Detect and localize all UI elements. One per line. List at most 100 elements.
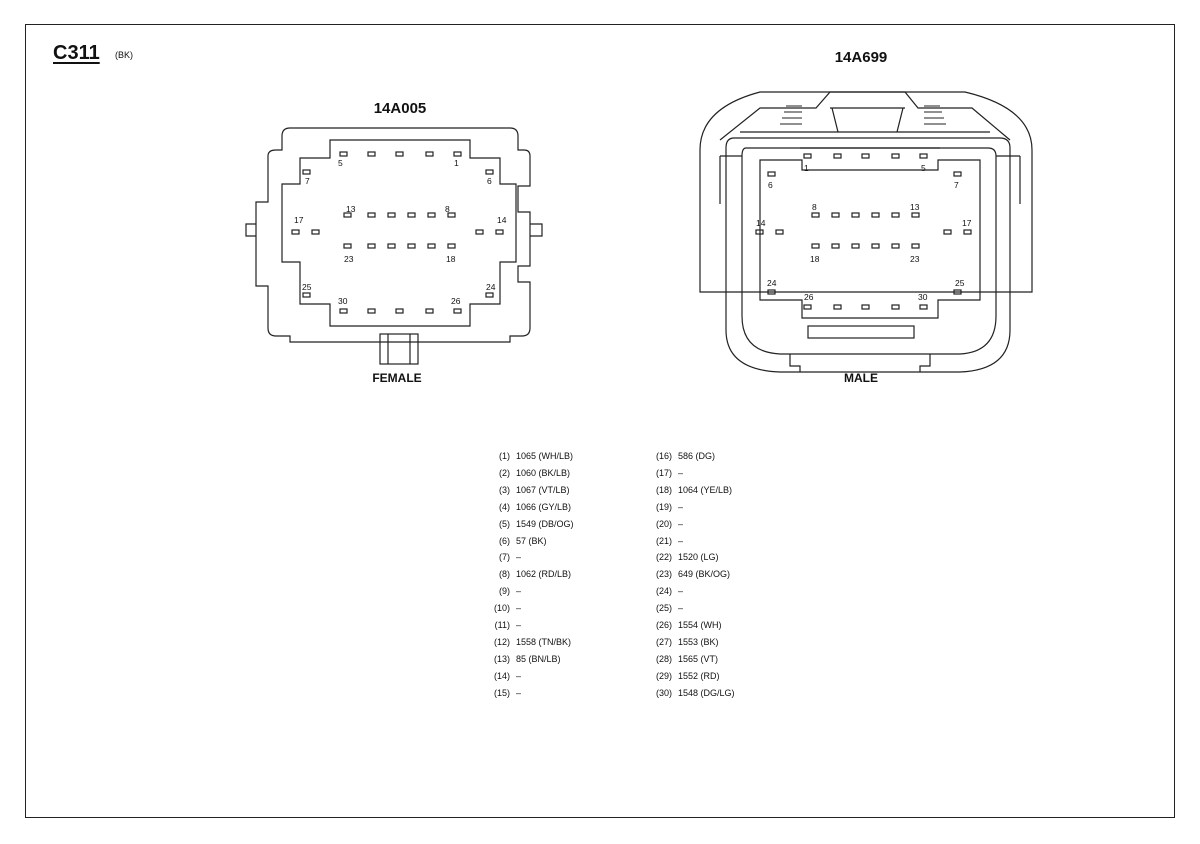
pin-number: (19) — [655, 501, 672, 512]
pin-number: (27) — [655, 636, 672, 647]
pinout-row: (13) 85 (BN/LB) — [478, 651, 574, 668]
pin-cavity — [861, 304, 870, 310]
pin-cavity — [767, 171, 776, 177]
circuit-label: 586 (DG) — [678, 451, 716, 461]
pinout-row: (29)1552 (RD) — [640, 668, 735, 685]
pin-cavity — [871, 243, 880, 249]
pin-cavity — [811, 243, 820, 249]
pin-number-label: 7 — [954, 180, 959, 190]
pinout-row: (8)1062 (RD/LB) — [478, 566, 574, 583]
pin-cavity — [475, 229, 484, 235]
pin-cavity — [891, 153, 900, 159]
female-pin-cavities — [291, 151, 504, 314]
pin-cavity — [407, 212, 416, 218]
pin-cavity — [953, 289, 962, 295]
pin-number-label: 25 — [955, 278, 965, 288]
pin-number-label: 23 — [910, 254, 920, 264]
pin-cavity — [803, 304, 812, 310]
pin-number-label: 30 — [338, 296, 348, 306]
pin-cavity — [367, 308, 376, 314]
pin-cavity — [387, 243, 396, 249]
connector-id-title: C311 — [53, 42, 100, 64]
pinout-row: (4)1066 (GY/LB) — [478, 499, 574, 516]
pinout-row: (19)– — [640, 499, 735, 516]
pin-number-label: 26 — [804, 292, 814, 302]
pin-number-label: 25 — [302, 282, 312, 292]
pin-cavity — [851, 243, 860, 249]
circuit-label: 1066 (GY/LB) — [516, 501, 572, 512]
female-pin-numbers: 5 1 7 6 13 8 17 14 23 18 25 24 30 26 — [294, 158, 507, 306]
circuit-label: – — [516, 620, 522, 631]
pin-number: (18) — [655, 484, 672, 495]
male-connector-face — [699, 91, 1033, 373]
circuit-label: – — [678, 535, 684, 546]
pin-number: (6) — [499, 535, 510, 546]
circuit-label: 1552 (RD) — [678, 670, 720, 681]
pin-number-label: 17 — [294, 215, 304, 225]
pinout-row: (22)1520 (LG) — [640, 549, 735, 566]
pin-cavity — [919, 153, 928, 159]
pin-number: (24) — [655, 586, 672, 597]
pin-cavity — [811, 212, 820, 218]
circuit-label: – — [516, 603, 522, 614]
pin-cavity — [767, 289, 776, 295]
pin-number: (1) — [499, 451, 510, 461]
circuit-label: 1554 (WH) — [678, 620, 722, 631]
circuit-label: 85 (BN/LB) — [516, 653, 561, 664]
pinout-row: (26)1554 (WH) — [640, 617, 735, 634]
pin-cavity — [311, 229, 320, 235]
pin-number: (11) — [494, 620, 510, 631]
pin-number: (30) — [655, 687, 672, 698]
pin-cavity — [833, 304, 842, 310]
pin-number: (17) — [655, 467, 672, 478]
circuit-label: 1565 (VT) — [678, 653, 719, 664]
pinout-row: (2)1060 (BK/LB) — [478, 465, 574, 482]
pin-number: (13) — [493, 653, 510, 664]
pinout-row: (20)– — [640, 516, 735, 533]
female-label: FEMALE — [372, 371, 422, 385]
circuit-label: – — [678, 603, 684, 614]
pinout-list-right: (16)586 (DG)(17)–(18)1064 (YE/LB)(19)–(2… — [640, 448, 735, 702]
pin-number-label: 14 — [756, 218, 766, 228]
pin-number-label: 24 — [767, 278, 777, 288]
pinout-row: (3)1067 (VT/LB) — [478, 482, 574, 499]
pin-cavity — [891, 212, 900, 218]
pin-cavity — [425, 151, 434, 157]
pinout-row: (24)– — [640, 583, 735, 600]
pinout-row: (5)1549 (DB/OG) — [478, 516, 574, 533]
pin-cavity — [343, 243, 352, 249]
circuit-label: – — [678, 467, 684, 478]
circuit-label: 1549 (DB/OG) — [516, 518, 574, 529]
circuit-label: – — [516, 687, 522, 698]
pin-number-label: 23 — [344, 254, 354, 264]
pin-number: (23) — [655, 569, 672, 580]
pinout-row: (7)– — [478, 549, 574, 566]
circuit-label: – — [516, 586, 522, 597]
pin-cavity — [891, 243, 900, 249]
pin-cavity — [495, 229, 504, 235]
pin-number-label: 5 — [338, 158, 343, 168]
connector-color-code: (BK) — [115, 50, 133, 60]
pin-cavity — [425, 308, 434, 314]
circuit-label: 1067 (VT/LB) — [516, 484, 570, 495]
pinout-row: (21)– — [640, 533, 735, 550]
pin-number-label: 1 — [804, 163, 809, 173]
pin-cavity — [953, 171, 962, 177]
pin-cavity — [395, 308, 404, 314]
pin-number-label: 8 — [812, 202, 817, 212]
pin-cavity — [427, 212, 436, 218]
circuit-label: 1062 (RD/LB) — [516, 569, 572, 580]
pin-cavity — [755, 229, 764, 235]
pinout-row: (9)– — [478, 583, 574, 600]
pin-number-label: 6 — [487, 176, 492, 186]
pin-cavity — [851, 212, 860, 218]
pin-number: (14) — [493, 670, 510, 681]
circuit-label: 1520 (LG) — [678, 552, 719, 563]
pin-cavity — [919, 304, 928, 310]
pinout-row: (18)1064 (YE/LB) — [640, 482, 735, 499]
circuit-label: – — [678, 586, 684, 597]
pin-number-label: 7 — [305, 176, 310, 186]
pin-cavity — [891, 304, 900, 310]
male-connector-part-number: 14A699 — [834, 49, 888, 66]
